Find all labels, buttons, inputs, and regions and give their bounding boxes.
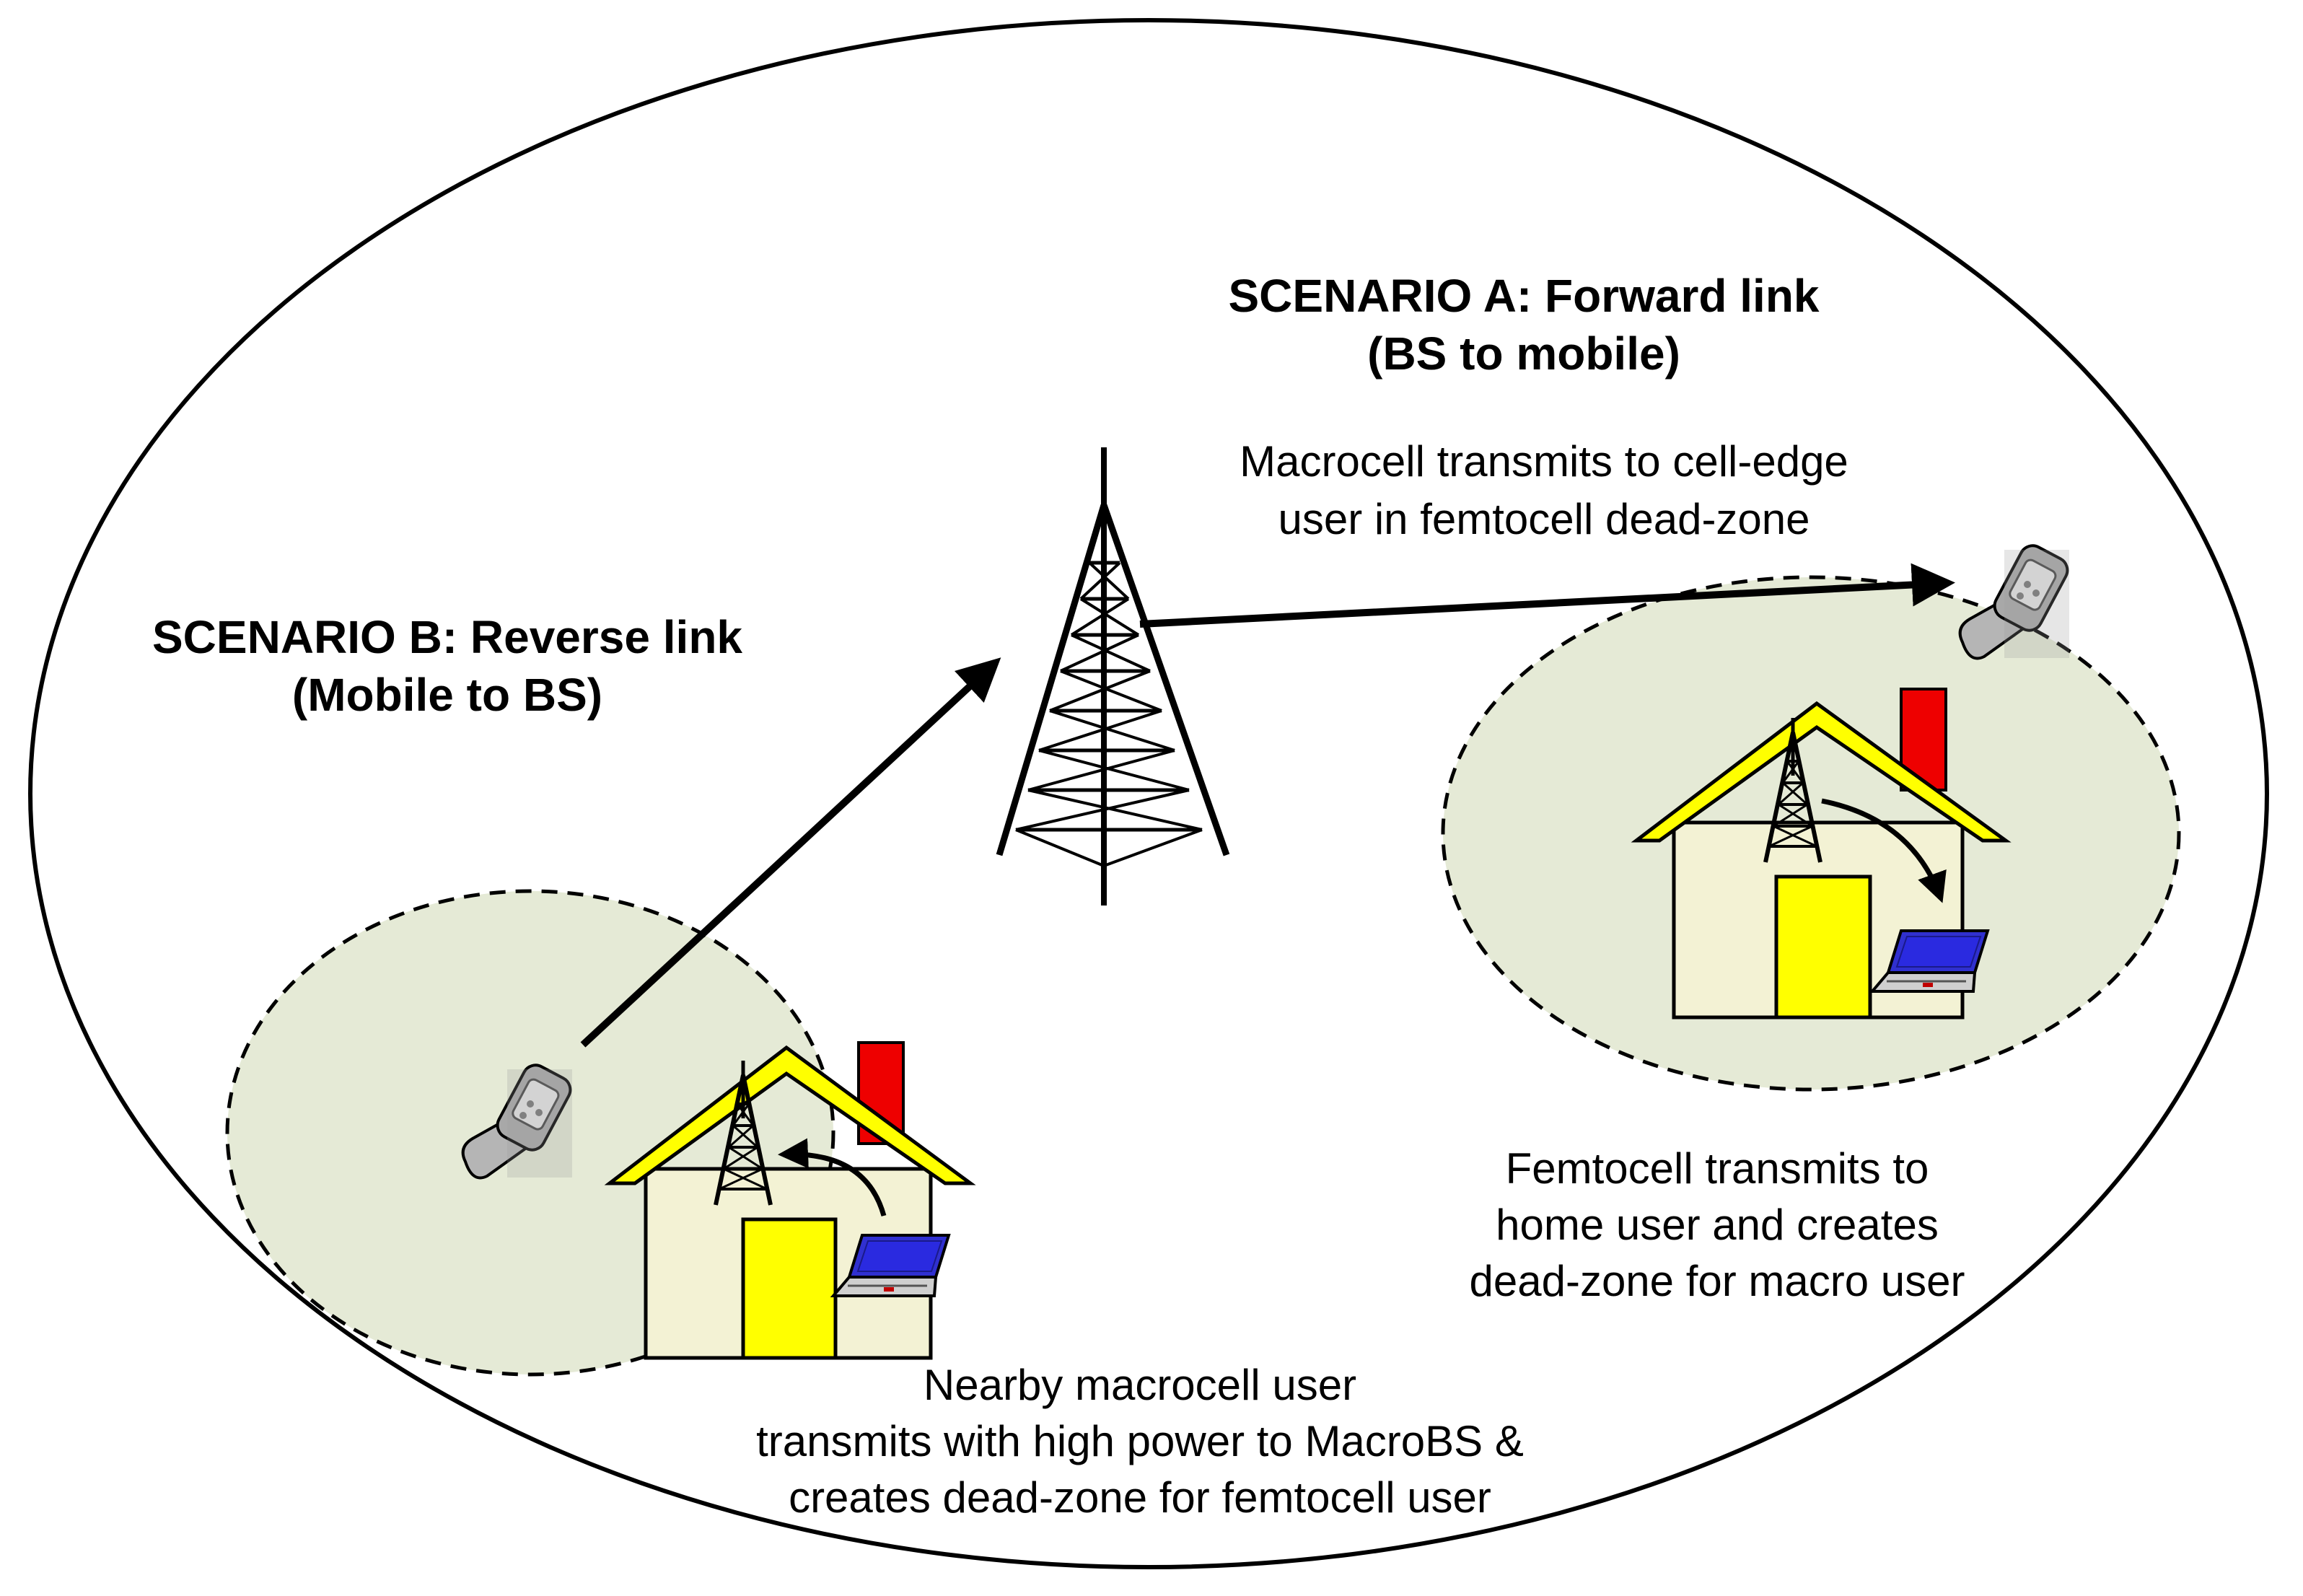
house-icon-right <box>1631 688 2012 1020</box>
scenario-b-title-line1: SCENARIO B: Reverse link <box>152 611 742 663</box>
macro-user-note-line1: Nearby macrocell user <box>924 1361 1356 1409</box>
door-right <box>1774 874 1872 1020</box>
reverse-link-arrow <box>580 657 1001 1048</box>
femto-downlink-arrow <box>1821 798 1947 903</box>
house-icon-left <box>604 1041 976 1360</box>
macro-tower-icon <box>996 447 1230 906</box>
femtocell-note-line1: Femtocell transmits to <box>1506 1144 1929 1193</box>
door-left <box>741 1217 838 1360</box>
femto-uplink-arrow <box>778 1138 887 1216</box>
roof-right <box>1631 701 2012 843</box>
macro-user-note-line2: transmits with high power to MacroBS & <box>756 1417 1524 1465</box>
macrocell-boundary <box>28 18 2269 1569</box>
roof-left <box>604 1045 976 1185</box>
chimney-right <box>1900 688 1947 792</box>
scenario-a-title-line1: SCENARIO A: Forward link <box>1228 270 1819 322</box>
scenario-a-desc-line1: Macrocell transmits to cell-edge <box>1240 437 1848 486</box>
macro-user-note-line3: creates dead-zone for femtocell user <box>789 1473 1491 1522</box>
femtocell-note-line2: home user and creates <box>1496 1201 1939 1249</box>
edge-phone-icon <box>1958 540 2074 660</box>
forward-link-arrow <box>1139 563 1955 628</box>
femtocell-note-line3: dead-zone for macro user <box>1469 1257 1965 1305</box>
scenario-b-title-line2: (Mobile to BS) <box>292 669 602 721</box>
scenario-a-desc-line2: user in femtocell dead-zone <box>1278 495 1810 543</box>
scenario-a-title-line2: (BS to mobile) <box>1367 328 1680 380</box>
